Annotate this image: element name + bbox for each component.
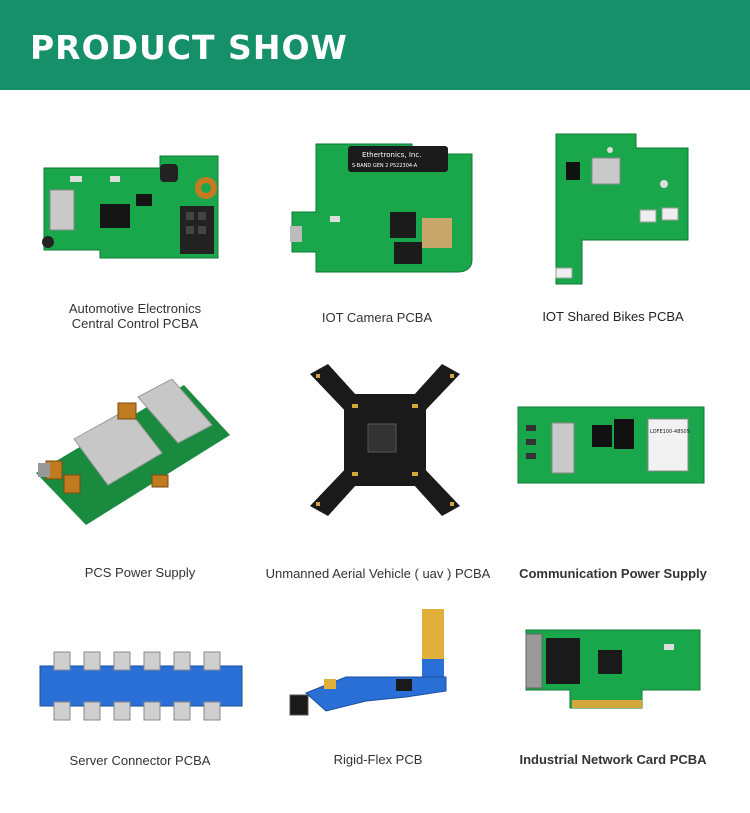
product-card-automotive[interactable]: Automotive Electronics Central Control P… bbox=[30, 150, 240, 340]
drone-board-icon bbox=[304, 360, 466, 520]
connector-board-icon bbox=[36, 646, 246, 726]
product-card-pcs-power[interactable]: PCS Power Supply bbox=[30, 375, 250, 585]
pcb-board-icon: LDFE100-48S05 bbox=[516, 405, 706, 485]
product-caption: IOT Shared Bikes PCBA bbox=[542, 309, 684, 324]
product-card-iot-camera[interactable]: Ethertronics, Inc. S-BAND GEN 2 P522304-… bbox=[272, 140, 482, 330]
product-caption: Rigid-Flex PCB bbox=[333, 752, 423, 767]
product-card-iot-bikes[interactable]: IOT Shared Bikes PCBA bbox=[508, 130, 718, 330]
header-banner: PRODUCT SHOW bbox=[0, 0, 750, 90]
power-supply-icon bbox=[34, 379, 230, 529]
pcb-board-icon bbox=[40, 154, 220, 264]
chip-label: Ethertronics, Inc. bbox=[362, 151, 421, 159]
product-card-rigid-flex[interactable]: Rigid-Flex PCB bbox=[262, 605, 494, 770]
network-card-icon bbox=[524, 628, 706, 718]
product-caption: IOT Camera PCBA bbox=[321, 310, 433, 325]
pcb-board-icon: Ethertronics, Inc. S-BAND GEN 2 P522304-… bbox=[286, 140, 476, 275]
pcb-board-icon bbox=[552, 132, 692, 286]
product-card-comm-power[interactable]: LDFE100-48S05 Communication Power Supply bbox=[508, 395, 718, 585]
product-caption: Server Connector PCBA bbox=[69, 753, 211, 768]
product-caption: PCS Power Supply bbox=[84, 565, 196, 580]
product-caption: Unmanned Aerial Vehicle ( uav ) PCBA bbox=[265, 566, 491, 581]
product-card-uav[interactable]: Unmanned Aerial Vehicle ( uav ) PCBA bbox=[262, 360, 494, 585]
flex-pcb-icon bbox=[286, 607, 466, 727]
product-card-server-connector[interactable]: Server Connector PCBA bbox=[30, 640, 250, 770]
product-caption: Automotive Electronics Central Control P… bbox=[68, 301, 202, 331]
product-caption: Industrial Network Card PCBA bbox=[519, 752, 707, 767]
page-title: PRODUCT SHOW bbox=[30, 28, 348, 67]
product-card-network-card[interactable]: Industrial Network Card PCBA bbox=[508, 620, 718, 770]
chip-sublabel: S-BAND GEN 2 P522304-A bbox=[352, 163, 418, 169]
label-text: LDFE100-48S05 bbox=[650, 429, 690, 435]
product-caption: Communication Power Supply bbox=[519, 566, 707, 581]
